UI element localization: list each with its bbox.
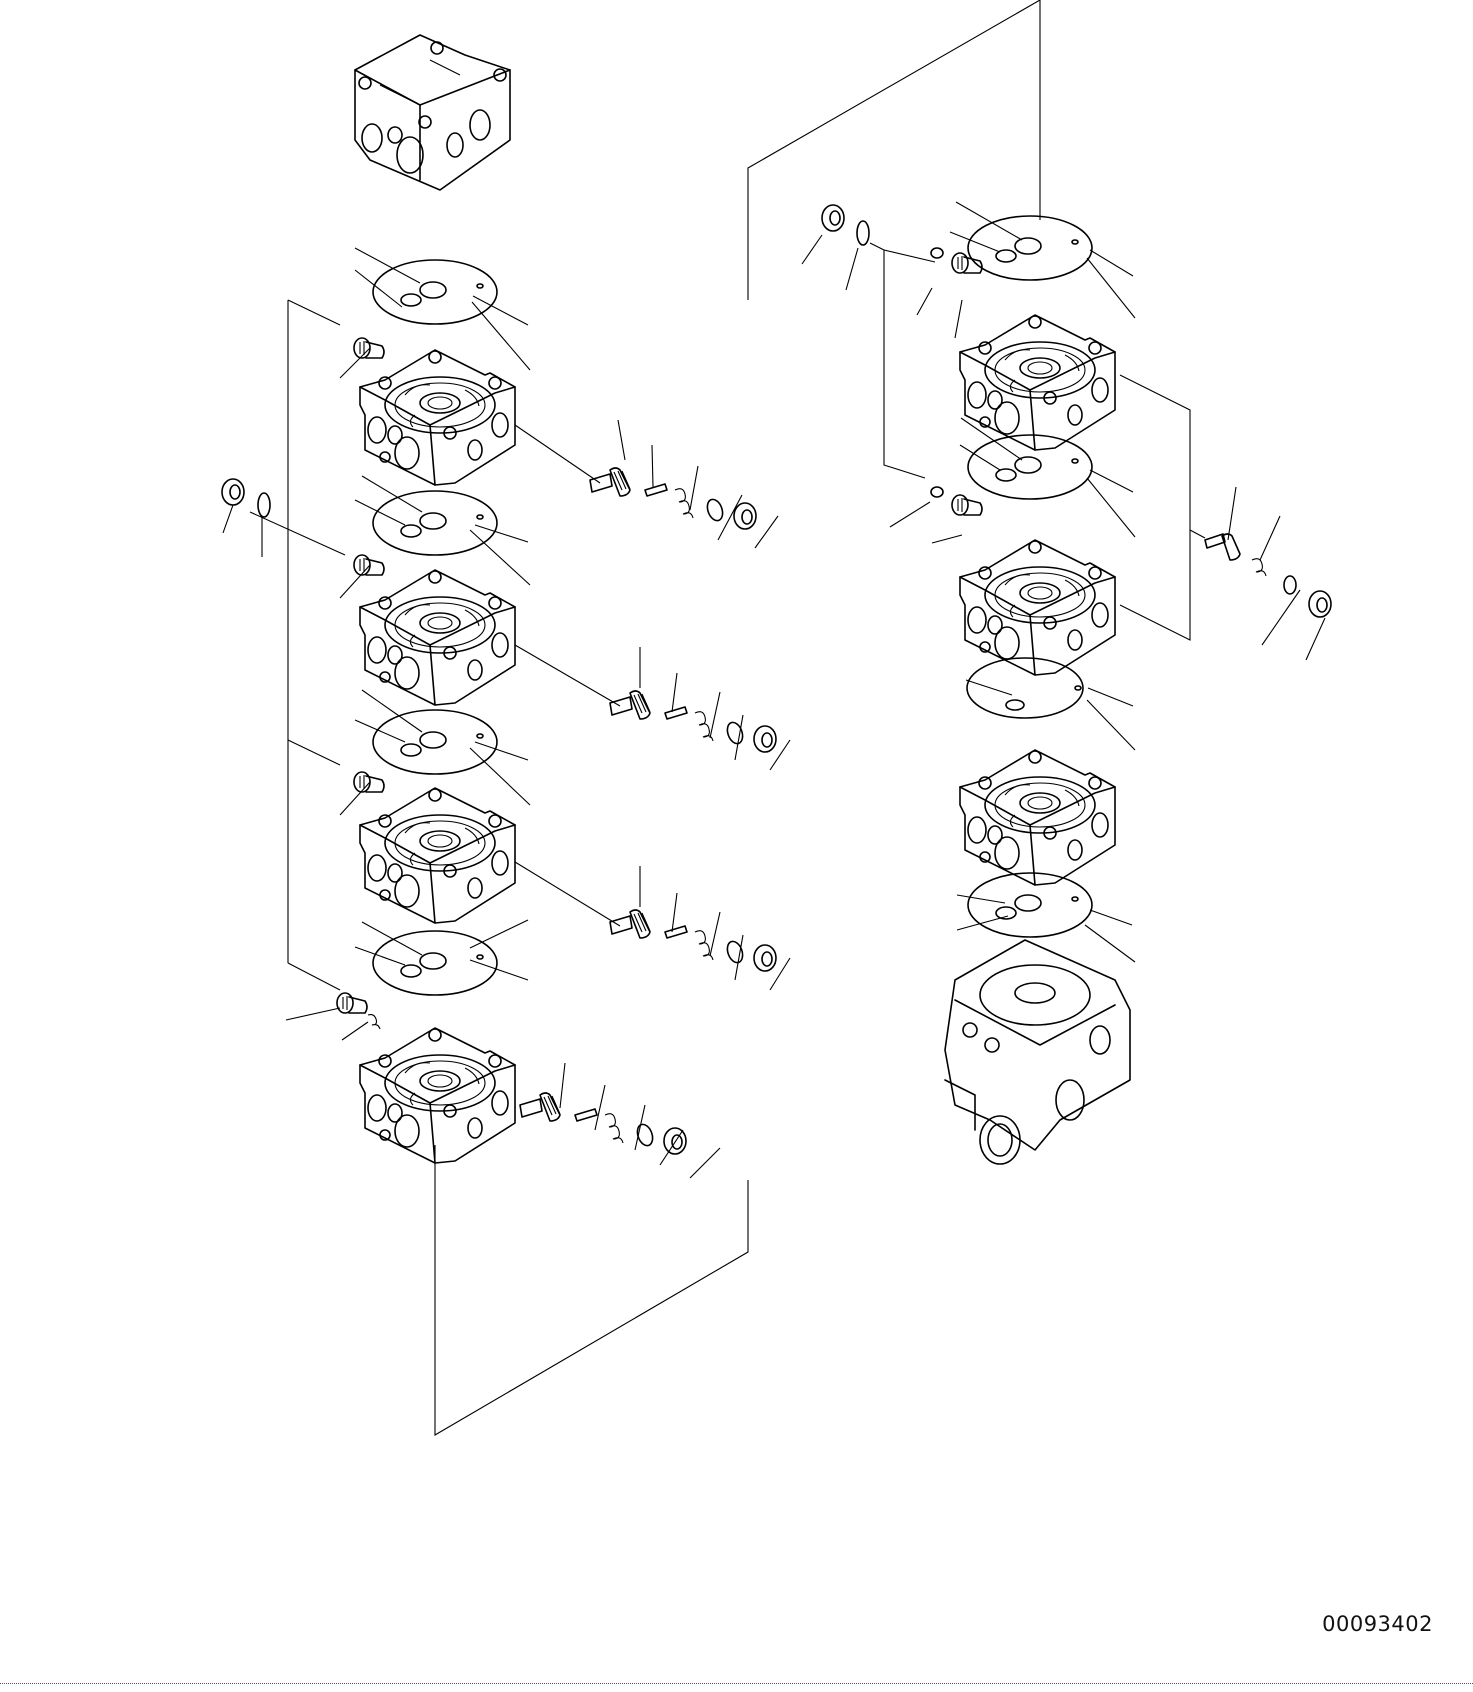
relief-plug-left xyxy=(221,478,271,518)
left-check-plugs xyxy=(336,337,385,1030)
leader-lines xyxy=(222,201,1326,1179)
left-valve-stack xyxy=(359,259,516,1164)
end-cap-top xyxy=(354,34,511,191)
right-valve-stack xyxy=(959,215,1116,938)
end-cap-bottom xyxy=(944,939,1131,1165)
left-spools xyxy=(519,467,777,1155)
drawing-number: 00093402 xyxy=(1322,1612,1433,1636)
assembly-lines xyxy=(249,0,1206,1436)
right-small-parts xyxy=(821,204,1332,618)
page-border-dotted xyxy=(0,1683,1473,1684)
